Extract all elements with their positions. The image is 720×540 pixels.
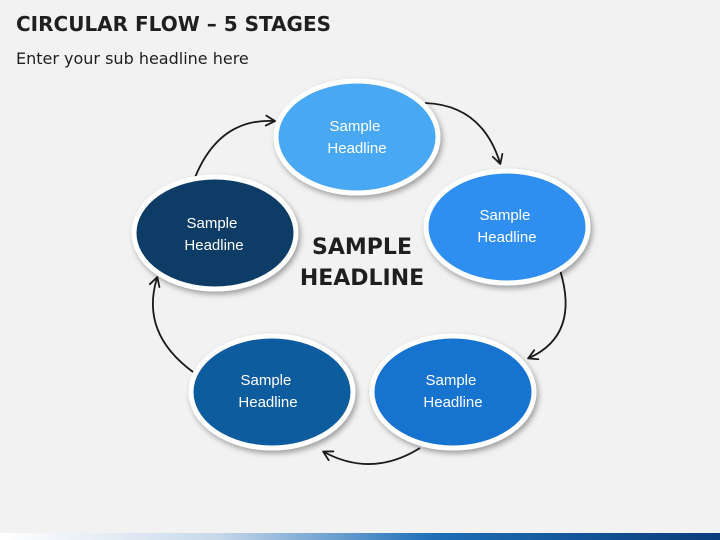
stage-3-ellipse: [369, 333, 537, 451]
flow-arrow-2-to-3: [527, 269, 567, 361]
stage-1-node: Sample Headline: [273, 78, 441, 196]
center-headline-line1: SAMPLE: [312, 235, 412, 260]
stage-3-node: Sample Headline: [369, 333, 537, 451]
center-headline-line2: HEADLINE: [299, 266, 425, 291]
svg-text:Sample Headline: Sample Headline: [327, 118, 386, 157]
stage-5-node: Sample Headline: [131, 174, 299, 292]
svg-text:Sample Headline: Sample Headline: [423, 372, 482, 411]
flow-arrow-5-to-1: [193, 114, 276, 181]
stage-2-label-line2: Headline: [477, 229, 536, 246]
stage-4-ellipse: [188, 333, 356, 451]
svg-text:Sample Headline: Sample Headline: [238, 372, 297, 411]
svg-text:Sample Headline: Sample Headline: [184, 215, 243, 254]
stage-5-label-line2: Headline: [184, 237, 243, 254]
flow-arrow-4-to-5: [148, 276, 194, 373]
stage-2-label-line1: Sample: [479, 207, 530, 224]
stage-4-node: Sample Headline: [188, 333, 356, 451]
stage-2-node: Sample Headline: [423, 168, 591, 286]
stage-4-label-line1: Sample: [240, 372, 291, 389]
stage-2-ellipse: [423, 168, 591, 286]
center-headline: SAMPLE HEADLINE: [282, 232, 442, 294]
flow-arrow-3-to-4: [322, 447, 421, 465]
stage-1-ellipse: [273, 78, 441, 196]
stage-3-label-line2: Headline: [423, 394, 482, 411]
slide-subtitle: Enter your sub headline here: [16, 49, 249, 68]
stage-1-label-line2: Headline: [327, 140, 386, 157]
stage-4-label-line2: Headline: [238, 394, 297, 411]
stage-3-label-line1: Sample: [425, 372, 476, 389]
flow-arrow-1-to-2: [424, 102, 504, 165]
bottom-accent-bar: [0, 533, 720, 540]
stage-1-label-line1: Sample: [329, 118, 380, 135]
svg-text:Sample Headline: Sample Headline: [477, 207, 536, 246]
slide-title: CIRCULAR FLOW – 5 STAGES: [16, 12, 332, 36]
stage-5-label-line1: Sample: [186, 215, 237, 232]
stage-5-ellipse: [131, 174, 299, 292]
